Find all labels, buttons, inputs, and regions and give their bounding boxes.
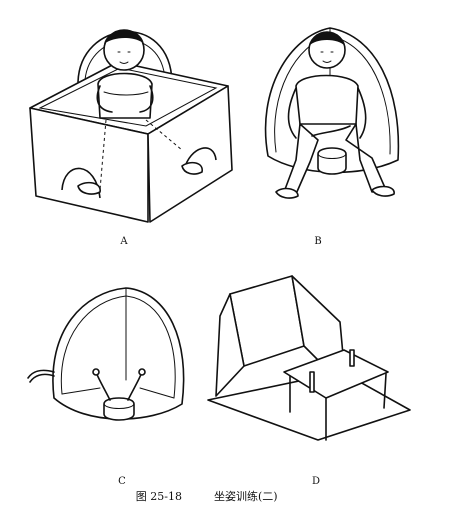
panel-c-label: C xyxy=(118,476,126,487)
figure-caption-title: 坐姿训练(二) xyxy=(214,489,278,503)
panel-c-illustration xyxy=(27,287,185,421)
panel-d-illustration xyxy=(207,275,411,441)
panel-b-illustration xyxy=(264,27,400,199)
figure-caption-number: 图 25-18 xyxy=(136,490,182,503)
panel-d-label: D xyxy=(312,476,320,487)
panel-b-label: B xyxy=(314,236,321,247)
panel-a-illustration xyxy=(29,29,233,223)
panel-a-label: A xyxy=(119,236,128,247)
